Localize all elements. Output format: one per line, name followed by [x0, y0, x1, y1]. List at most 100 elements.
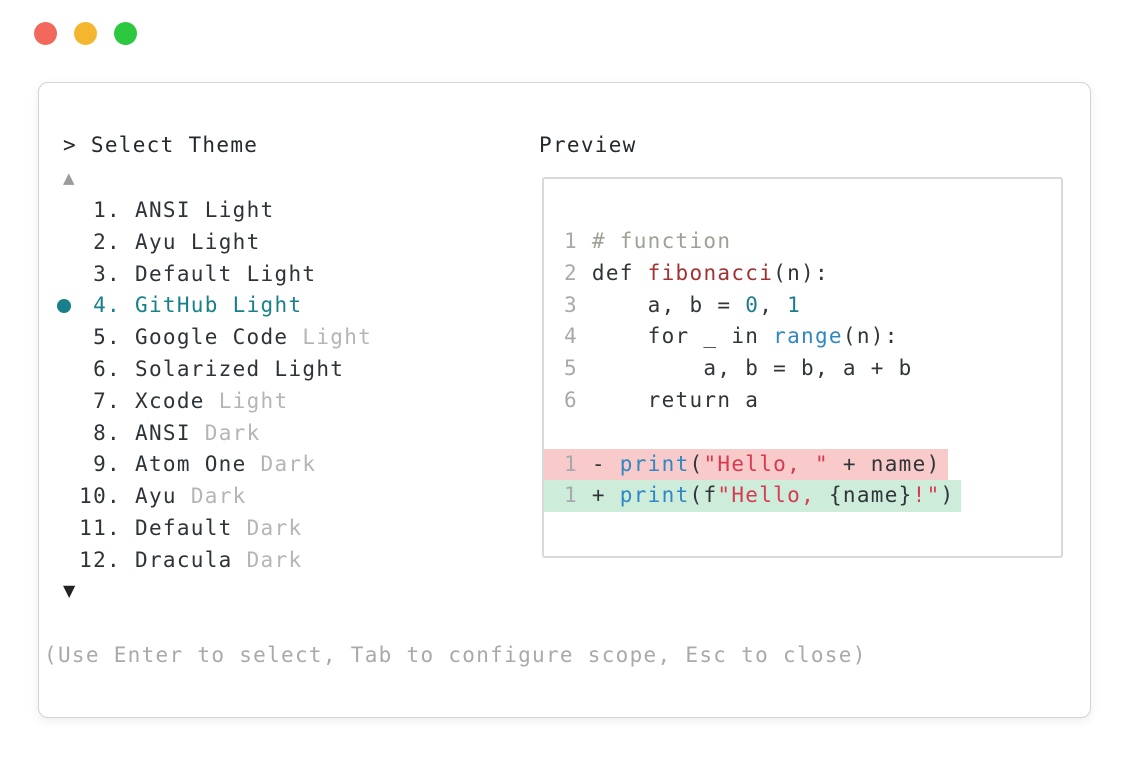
code-token-code: return a — [591, 387, 760, 412]
scroll-down-indicator[interactable]: ▼ — [63, 581, 76, 600]
traffic-light-close-button[interactable] — [34, 22, 57, 45]
code-token-builtin: print — [619, 483, 690, 508]
code-token-ln: 1 — [564, 229, 592, 253]
theme-item-variant: Dark — [246, 515, 303, 540]
theme-item-number: 6. — [93, 356, 121, 381]
code-token-code: ( — [689, 451, 704, 476]
code-token-code: - — [577, 451, 620, 476]
theme-item-variant: Light — [204, 198, 275, 222]
code-token-code: (f — [689, 483, 718, 508]
bullet-placeholder — [57, 236, 71, 250]
diff-line-added: 1 + print(f"Hello, {name}!") — [544, 480, 962, 513]
theme-item-name: Xcode — [135, 388, 205, 413]
diff-line-removed: 1 - print("Hello, " + name) — [544, 448, 948, 481]
theme-item-name: Default — [135, 261, 233, 286]
code-token-code: for _ in — [591, 324, 774, 349]
code-token-comment: # function — [591, 229, 732, 253]
code-line: 1 # function — [544, 226, 1061, 258]
bullet-placeholder — [57, 554, 71, 568]
theme-item-number: 11. — [79, 515, 121, 540]
theme-item-default-dark[interactable]: 11. Default Dark — [39, 513, 372, 545]
theme-item-name: Dracula — [135, 547, 233, 572]
code-line: 6 return a — [544, 385, 1061, 417]
theme-item-ayu-dark[interactable]: 10. Ayu Dark — [39, 481, 372, 513]
theme-item-number: 8. — [93, 420, 121, 445]
code-token-string: "Hello, — [717, 483, 829, 508]
theme-item-solarized-light[interactable]: 6. Solarized Light — [39, 354, 372, 386]
code-token-code: + — [577, 483, 620, 508]
code-token-code: , — [759, 292, 788, 317]
code-token-ln: 4 — [564, 324, 592, 349]
theme-item-number: 3. — [93, 261, 121, 286]
theme-item-name: Google Code — [135, 325, 289, 350]
theme-item-name: Ayu — [135, 484, 177, 509]
code-token-builtin: range — [773, 324, 843, 349]
theme-item-variant: Dark — [246, 547, 303, 572]
traffic-light-minimize-button[interactable] — [74, 22, 97, 45]
theme-item-name: ANSI — [135, 420, 191, 445]
code-token-code: {name} — [828, 483, 913, 508]
code-token-ln: 1 — [564, 451, 578, 476]
theme-item-variant: Dark — [190, 484, 247, 509]
code-token-string: !" — [912, 483, 941, 508]
code-token-func: fibonacci — [647, 260, 774, 285]
code-token-code: + name) — [828, 451, 941, 476]
theme-item-xcode-light[interactable]: 7. Xcode Light — [39, 386, 372, 418]
code-line — [544, 417, 1061, 449]
theme-item-variant: Light — [274, 356, 345, 381]
code-token-code: (n): — [842, 324, 899, 349]
code-line: 4 for _ in range(n): — [544, 321, 1061, 353]
footer-hint: (Use Enter to select, Tab to configure s… — [44, 643, 867, 667]
theme-item-ansi-dark[interactable]: 8. ANSI Dark — [39, 418, 372, 450]
code-token-code: ) — [940, 483, 955, 508]
theme-item-google-code-light[interactable]: 5. Google Code Light — [39, 322, 372, 354]
scroll-up-indicator[interactable]: ▲ — [63, 169, 75, 187]
bullet-placeholder — [57, 268, 71, 282]
window-controls — [34, 22, 137, 45]
code-token-code: a, b = b, a + b — [591, 356, 913, 381]
code-token-number: 0 — [745, 292, 760, 317]
theme-item-variant: Light — [190, 229, 261, 254]
theme-item-number: 10. — [79, 484, 121, 509]
select-theme-prompt: > Select Theme — [63, 133, 259, 157]
code-token-code: (n): — [773, 260, 829, 285]
bullet-placeholder — [57, 331, 71, 345]
theme-item-variant: Dark — [204, 420, 261, 445]
theme-item-variant: Light — [302, 325, 373, 350]
code-token-builtin: print — [619, 451, 690, 476]
theme-item-dracula-dark[interactable]: 12. Dracula Dark — [39, 545, 372, 577]
theme-item-name: ANSI — [135, 198, 191, 222]
theme-item-number: 7. — [93, 388, 121, 413]
code-token-string: "Hello, " — [703, 451, 829, 476]
code-token-code: def — [591, 260, 648, 285]
code-line: 2 def fibonacci(n): — [544, 258, 1061, 290]
bullet-placeholder — [57, 490, 71, 504]
theme-item-variant: Dark — [260, 452, 317, 477]
theme-item-number: 2. — [93, 229, 121, 254]
theme-item-name: GitHub — [135, 293, 219, 318]
theme-item-name: Atom One — [135, 452, 247, 477]
selected-bullet-icon — [57, 299, 71, 314]
theme-item-variant: Light — [246, 261, 317, 286]
theme-item-number: 12. — [79, 547, 121, 572]
theme-item-default-light[interactable]: 3. Default Light — [39, 259, 372, 291]
theme-item-variant: Light — [218, 388, 289, 413]
bullet-placeholder — [57, 395, 71, 409]
theme-item-number: 4. — [93, 293, 121, 318]
bullet-placeholder — [57, 204, 71, 218]
theme-item-name: Solarized — [135, 356, 261, 381]
theme-item-number: 5. — [93, 325, 121, 350]
code-token-ln: 2 — [564, 260, 592, 285]
code-line: 5 a, b = b, a + b — [544, 353, 1061, 385]
theme-item-name: Default — [135, 515, 233, 540]
traffic-light-maximize-button[interactable] — [114, 22, 137, 45]
